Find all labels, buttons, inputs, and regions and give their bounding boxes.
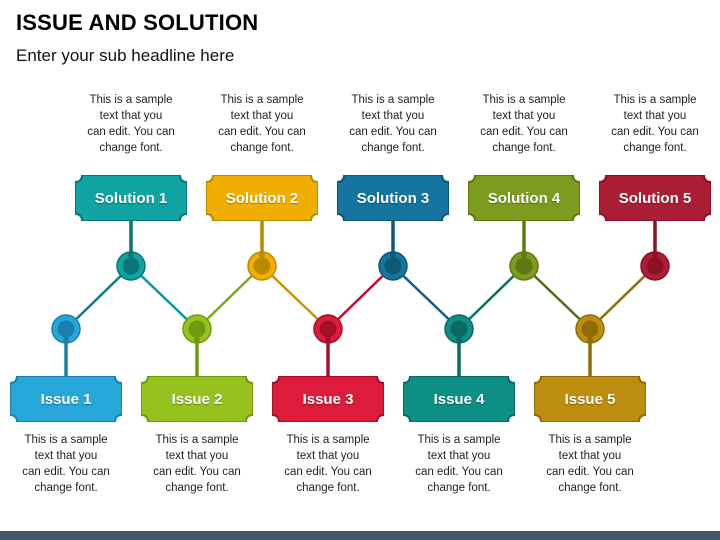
ticket-shape [272, 376, 384, 422]
node-inner-circle [122, 257, 140, 275]
node-cap-dot [325, 337, 331, 343]
issue-label: Issue 4 [433, 390, 485, 408]
ticket-shape [206, 175, 318, 221]
ticket-shape [599, 175, 711, 221]
solution-label: Solution 4 [487, 189, 561, 207]
ticket-shape [337, 175, 449, 221]
node-cap-dot [521, 252, 527, 258]
node-cap-dot [390, 252, 396, 258]
node-inner-circle [581, 320, 599, 338]
solution-node-1 [116, 251, 146, 281]
issue-description[interactable]: This is a sample text that you can edit.… [153, 434, 241, 494]
issue-node-5 [575, 314, 605, 344]
issue-label: Issue 1 [40, 390, 92, 408]
connector-line [523, 265, 591, 330]
issue-box-1[interactable]: Issue 1 [10, 376, 122, 422]
solution-label: Solution 5 [618, 189, 692, 207]
solution-description[interactable]: This is a sample text that you can edit.… [480, 94, 568, 154]
ticket-shape [141, 376, 253, 422]
issue-description[interactable]: This is a sample text that you can edit.… [415, 434, 503, 494]
solution-box-1[interactable]: Solution 1 [75, 175, 187, 221]
issue-description[interactable]: This is a sample text that you can edit.… [284, 434, 372, 494]
bottom-bar [0, 531, 720, 540]
issue-label: Issue 5 [564, 390, 616, 408]
page-subtitle[interactable]: Enter your sub headline here [16, 46, 235, 65]
solution-description[interactable]: This is a sample text that you can edit.… [218, 94, 306, 154]
node-inner-circle [57, 320, 75, 338]
solution-box-4[interactable]: Solution 4 [468, 175, 580, 221]
page-title[interactable]: ISSUE AND SOLUTION [16, 10, 259, 35]
ticket-shape [75, 175, 187, 221]
solution-description[interactable]: This is a sample text that you can edit.… [87, 94, 175, 154]
issue-box-4[interactable]: Issue 4 [403, 376, 515, 422]
node-cap-dot [259, 252, 265, 258]
issue-box-5[interactable]: Issue 5 [534, 376, 646, 422]
issue-box-2[interactable]: Issue 2 [141, 376, 253, 422]
node-inner-circle [319, 320, 337, 338]
node-cap-dot [652, 252, 658, 258]
solution-node-3 [378, 251, 408, 281]
node-inner-circle [515, 257, 533, 275]
ticket-shape [468, 175, 580, 221]
issue-node-2 [182, 314, 212, 344]
issue-node-3 [313, 314, 343, 344]
issue-node-1 [51, 314, 81, 344]
solution-box-3[interactable]: Solution 3 [337, 175, 449, 221]
connector-line [458, 265, 525, 330]
connector-line [589, 265, 656, 330]
connector-line [392, 265, 460, 330]
solution-label: Solution 3 [356, 189, 430, 207]
issue-box-3[interactable]: Issue 3 [272, 376, 384, 422]
solution-node-2 [247, 251, 277, 281]
node-inner-circle [188, 320, 206, 338]
node-inner-circle [646, 257, 664, 275]
solution-label: Solution 2 [225, 189, 299, 207]
connector-line [196, 265, 263, 330]
solution-box-2[interactable]: Solution 2 [206, 175, 318, 221]
connector-line [130, 265, 198, 330]
issue-description[interactable]: This is a sample text that you can edit.… [22, 434, 110, 494]
ticket-shape [534, 376, 646, 422]
node-cap-dot [63, 337, 69, 343]
issue-label: Issue 3 [302, 390, 354, 408]
connector-line [65, 265, 132, 330]
issue-description[interactable]: This is a sample text that you can edit.… [546, 434, 634, 494]
solution-description[interactable]: This is a sample text that you can edit.… [349, 94, 437, 154]
node-inner-circle [384, 257, 402, 275]
solution-description[interactable]: This is a sample text that you can edit.… [611, 94, 699, 154]
solution-box-5[interactable]: Solution 5 [599, 175, 711, 221]
node-cap-dot [456, 337, 462, 343]
connector-line [261, 265, 329, 330]
issue-node-4 [444, 314, 474, 344]
node-inner-circle [450, 320, 468, 338]
issue-label: Issue 2 [171, 390, 223, 408]
node-cap-dot [128, 252, 134, 258]
node-inner-circle [253, 257, 271, 275]
ticket-shape [10, 376, 122, 422]
ticket-shape [403, 376, 515, 422]
solution-node-4 [509, 251, 539, 281]
connector-line [327, 265, 394, 330]
solution-node-5 [640, 251, 670, 281]
node-cap-dot [194, 337, 200, 343]
solution-label: Solution 1 [94, 189, 168, 207]
node-cap-dot [587, 337, 593, 343]
